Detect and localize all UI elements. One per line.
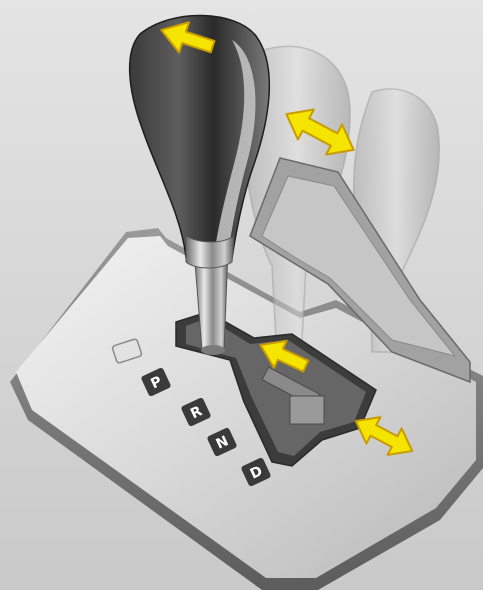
illustration-canvas: P R N D [0, 0, 483, 590]
gear-shift-illustration: P R N D [0, 0, 483, 590]
